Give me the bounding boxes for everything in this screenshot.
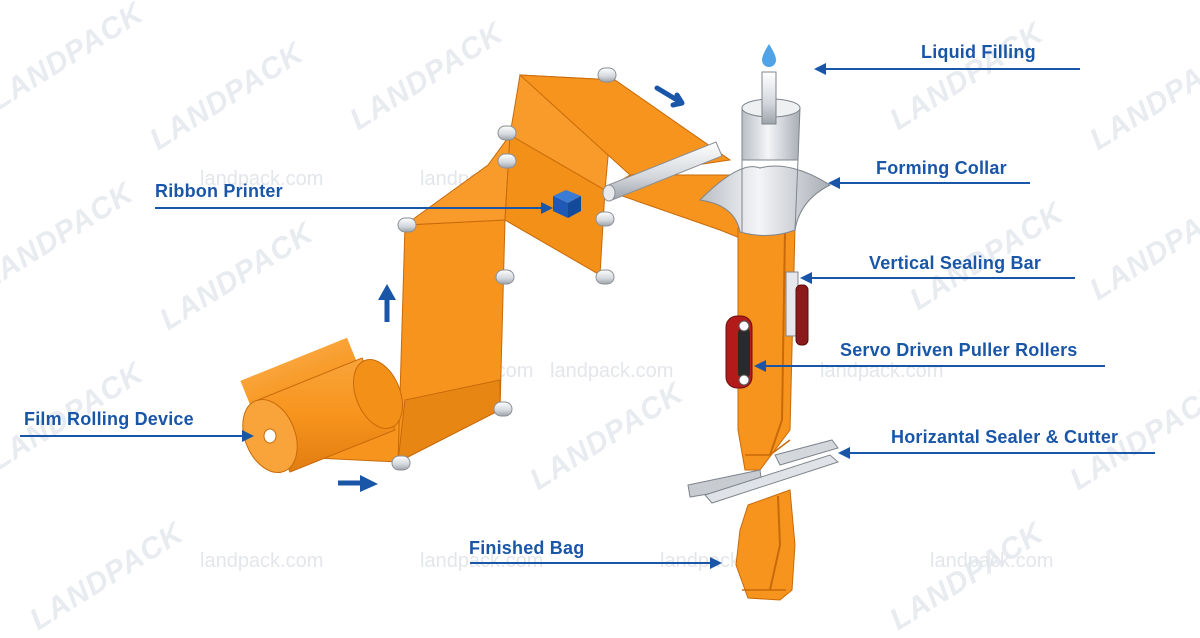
label-horizontal-sealer-cutter: Horizantal Sealer & Cutter [891,427,1119,447]
vertical-sealing-bar [785,271,809,346]
forming-collar [698,98,832,236]
guide-roller [497,153,517,169]
guide-roller [493,401,513,417]
film-segment [403,133,511,226]
servo-puller-rollers [725,315,753,389]
guide-roller [597,67,617,83]
guide-roller [391,455,411,471]
liquid-filling-nozzle [761,44,777,125]
film-segment [397,379,501,463]
label-forming-collar: Forming Collar [876,158,1007,178]
label-liquid-filling: Liquid Filling [921,42,1036,62]
label-film-rolling-device: Film Rolling Device [24,409,194,429]
guide-roller [595,269,615,285]
finished-bag [735,489,796,601]
label-vertical-sealing-bar: Vertical Sealing Bar [869,253,1042,273]
watermark-site: landpack.com [200,550,324,572]
watermark-site: landpack.com [930,550,1054,572]
flow-arrows [338,85,685,492]
guide-roller [497,125,517,141]
guide-rollers [391,67,723,471]
film-roll [240,337,403,473]
liquid-drop-icon [762,44,776,67]
guide-roller [397,217,417,233]
film-segment [518,74,732,176]
label-finished-bag: Finished Bag [469,538,585,558]
flow-arrow [654,85,685,108]
watermark-site: landpack.com [200,168,324,190]
guide-roller [495,269,515,285]
ribbon-printer [553,190,581,218]
watermark-site: landpack.com [420,550,544,572]
label-servo-puller-rollers: Servo Driven Puller Rollers [840,340,1078,360]
watermark-site: landpack.com [550,360,674,382]
guide-roller [595,211,615,227]
label-ribbon-printer: Ribbon Printer [155,181,283,201]
horizontal-sealer-cutter [687,439,839,504]
machine-illustration [20,44,1155,601]
leader-lines [20,63,1155,569]
